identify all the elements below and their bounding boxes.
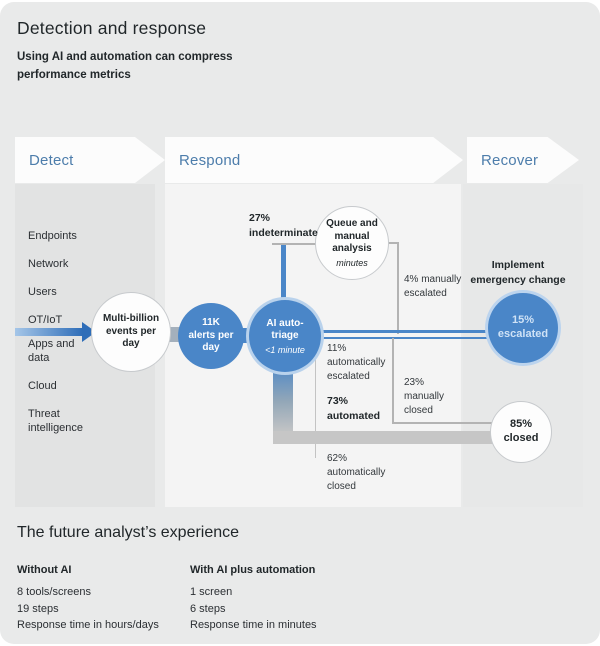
flow-stem-triage-to-queue xyxy=(281,244,286,306)
phase-label-detect: Detect xyxy=(29,151,74,169)
ingest-arrow-shaft xyxy=(15,328,83,336)
flow-line-indeterminate-to-queue xyxy=(272,243,320,245)
phase-label-recover: Recover xyxy=(481,151,539,169)
label-rule-line xyxy=(315,340,316,458)
with-ai-item: 1 screen xyxy=(190,586,233,598)
queue-circle-time: minutes xyxy=(336,257,368,268)
page-subtitle: Using AI and automation can compress per… xyxy=(17,51,233,81)
flow-line-escalated-bottom xyxy=(318,336,490,339)
triage-circle-label: AI auto-triage xyxy=(266,317,304,342)
flow-line-escalated-top xyxy=(318,330,490,333)
escalated-circle: 15% escalated xyxy=(488,293,558,363)
events-circle-label: Multi-billion events per day xyxy=(102,313,160,350)
with-ai-column: With AI plus automation 1 screen 6 steps… xyxy=(190,564,370,634)
auto-escalated-label: 11% automatically escalated xyxy=(327,343,386,382)
auto-closed-label: 62% automatically closed xyxy=(327,453,386,492)
events-circle: Multi-billion events per day xyxy=(91,292,171,372)
triage-circle: AI auto-triage <1 minute xyxy=(249,300,321,372)
without-ai-title: Without AI xyxy=(17,564,72,576)
source-apps-data: Apps and data xyxy=(28,338,75,365)
source-network: Network xyxy=(28,258,69,270)
flow-line-manual-escalation xyxy=(397,242,399,334)
flow-stem-triage-down xyxy=(273,362,293,434)
flow-line-manual-close-vert xyxy=(392,338,394,424)
escalated-circle-label: 15% escalated xyxy=(497,314,549,340)
closed-circle: 85% closed xyxy=(490,401,552,463)
without-ai-column: Without AI 8 tools/screens 19 steps Resp… xyxy=(17,564,177,634)
phase-arrow-recover: Recover xyxy=(467,137,579,183)
source-users: Users xyxy=(28,286,57,298)
future-heading: The future analyst’s experience xyxy=(17,524,240,541)
source-cloud: Cloud xyxy=(28,380,57,392)
with-ai-title: With AI plus automation xyxy=(190,564,316,576)
triage-circle-time: <1 minute xyxy=(265,344,305,355)
without-ai-item: 8 tools/screens xyxy=(17,586,91,598)
alerts-circle: 11K alerts per day xyxy=(178,303,244,369)
with-ai-item: 6 steps xyxy=(190,602,226,615)
flow-line-queue-right xyxy=(386,242,399,244)
flow-line-manual-close-horiz xyxy=(392,422,496,424)
manually-closed-label: 23% manually closed xyxy=(404,377,445,416)
source-threat-intelligence: Threat intelligence xyxy=(28,408,84,435)
closed-circle-label: 85% closed xyxy=(503,418,539,444)
without-ai-item: Response time in hours/days xyxy=(17,619,159,631)
phase-arrow-respond: Respond xyxy=(165,137,463,183)
queue-circle-label: Queue and manual analysis xyxy=(326,218,378,255)
implement-label: Implement emergency change xyxy=(470,259,566,286)
source-ot-iot: OT/IoT xyxy=(28,314,63,326)
with-ai-item: Response time in minutes xyxy=(190,619,317,631)
phase-arrow-detect: Detect xyxy=(15,137,165,183)
indeterminate-label: 27% indeterminate xyxy=(249,212,318,239)
manually-escalated-label: 4% manually escalated xyxy=(404,274,462,299)
without-ai-item: 19 steps xyxy=(17,602,59,615)
flow-bar-auto-closed xyxy=(273,431,499,444)
source-endpoints: Endpoints xyxy=(28,230,77,242)
page-title: Detection and response xyxy=(17,18,207,38)
phase-label-respond: Respond xyxy=(179,151,241,169)
queue-circle: Queue and manual analysis minutes xyxy=(315,206,389,280)
automated-label: 73% automated xyxy=(327,395,381,422)
alerts-circle-label: 11K alerts per day xyxy=(188,317,234,354)
